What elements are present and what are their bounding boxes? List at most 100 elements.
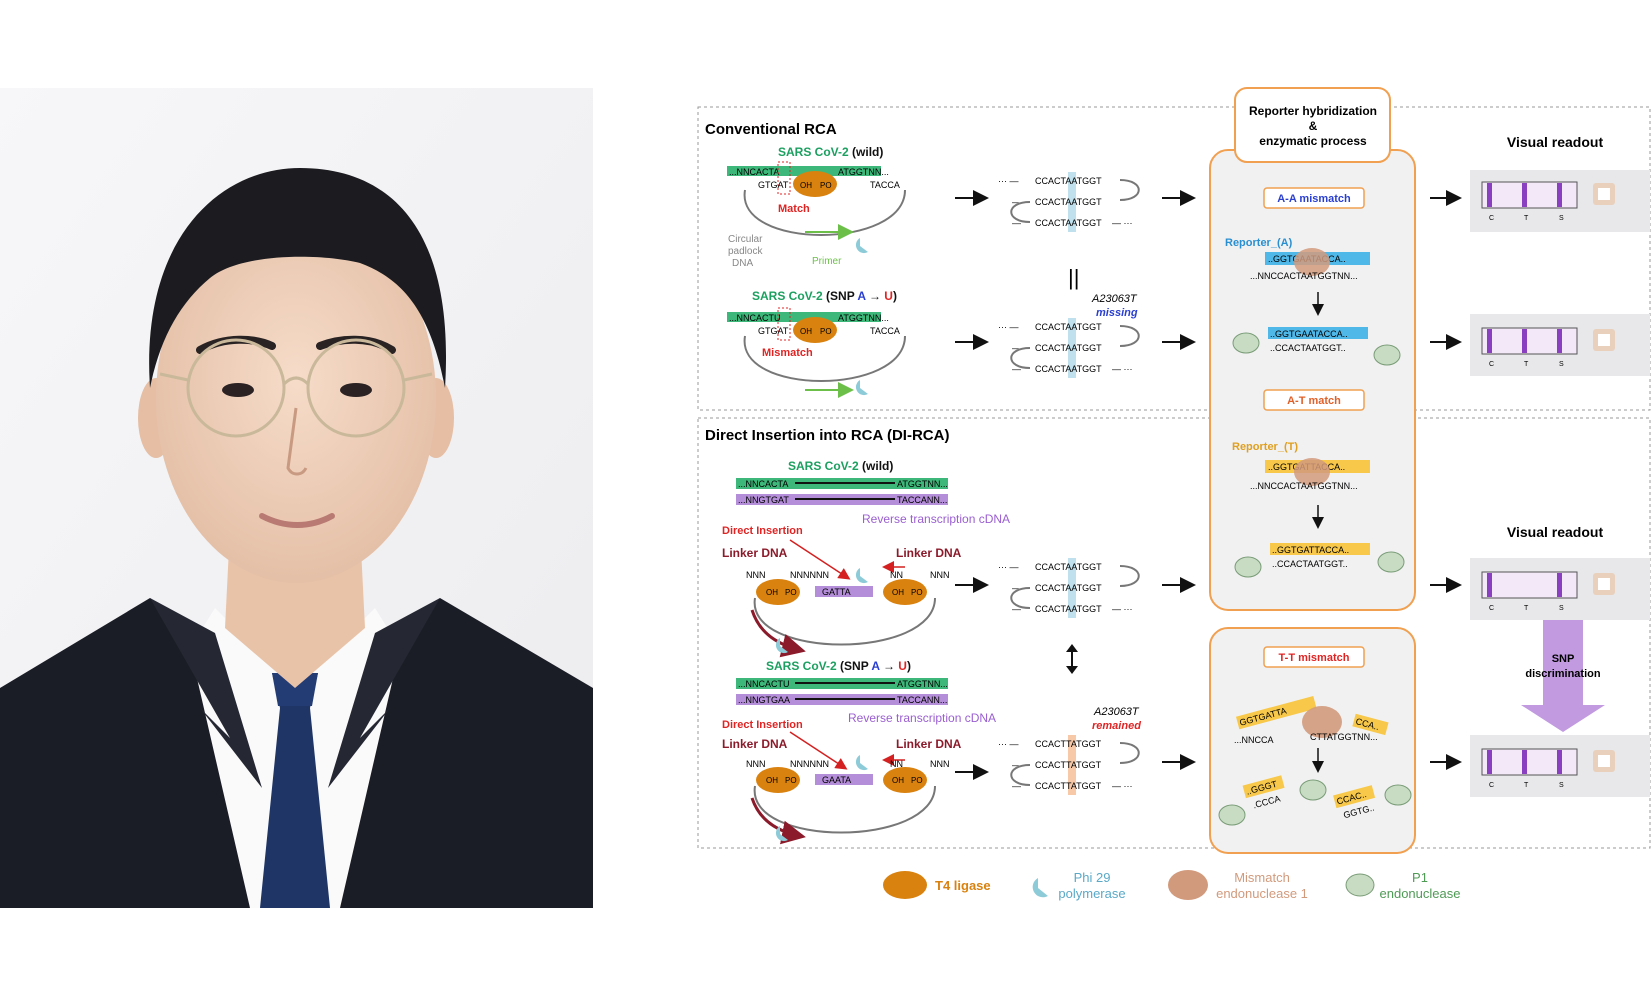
- svg-text:S: S: [1559, 361, 1564, 368]
- legend-mismatch-l2: endonuclease 1: [1216, 886, 1308, 901]
- di-mutation: A23063T: [1093, 706, 1140, 718]
- reporter-header-line3: enzymatic process: [1259, 134, 1367, 148]
- svg-text:CCACTTATGGT: CCACTTATGGT: [1035, 781, 1102, 791]
- phi29-icon-3: [775, 638, 788, 654]
- p1-enzyme-4: [1377, 551, 1405, 573]
- conv-snp-rna-strand: [727, 312, 881, 322]
- svg-text:CCACTAATGGT: CCACTAATGGT: [1035, 604, 1102, 614]
- svg-text:NN: NN: [890, 570, 903, 580]
- tt-cca: CCA..: [1352, 713, 1389, 736]
- di-wild-label: SARS CoV-2 (wild): [788, 459, 893, 473]
- svg-text:— ···: — ···: [1112, 218, 1133, 228]
- gatta-strand: [815, 586, 873, 597]
- legend-phi29-icon: [1032, 878, 1048, 898]
- svg-text:PO: PO: [911, 776, 923, 785]
- svg-text:T: T: [1524, 215, 1529, 222]
- di-rca-title: Direct Insertion into RCA (DI-RCA): [705, 427, 949, 444]
- di-circle-1: [753, 597, 936, 646]
- lateral-flow-strip-3: C T S: [1470, 558, 1650, 620]
- svg-text:CCACTAATGGT: CCACTAATGGT: [1035, 364, 1102, 374]
- svg-text:— ···: — ···: [1112, 364, 1133, 374]
- svg-text:— ···: — ···: [1112, 604, 1133, 614]
- legend: T4 ligase Phi 29 polymerase Mismatch end…: [883, 870, 1460, 901]
- p1-enzyme-2: [1373, 344, 1401, 366]
- svg-text:··· —: ··· —: [998, 176, 1019, 186]
- legend-mismatch-icon: [1168, 870, 1208, 900]
- at-match-box: [1263, 389, 1365, 411]
- circular-label: Circular: [728, 234, 763, 245]
- match-label: Match: [778, 203, 810, 215]
- svg-text:NNN: NNN: [930, 759, 950, 769]
- rt-cdna-label-1: Reverse transcription cDNA: [862, 512, 1010, 526]
- tt-mismatch-label: T-T mismatch: [1279, 652, 1350, 664]
- di-snp-label: SARS CoV-2 (SNP A → U): [766, 659, 911, 673]
- svg-text:CCACTAATGGT: CCACTAATGGT: [1035, 197, 1102, 207]
- di-snp-cdna-r: TACCANN...: [897, 695, 947, 705]
- di-rca-section-box: [697, 417, 1651, 849]
- svg-text:NNN: NNN: [746, 759, 766, 769]
- ligase-di-1b: [883, 579, 927, 605]
- di-circle-2: [753, 785, 936, 834]
- p1-enzyme-3: [1234, 556, 1262, 578]
- lateral-flow-strip-2: C T S: [1470, 314, 1650, 376]
- svg-text:··· —: ··· —: [998, 739, 1019, 749]
- di-snp-products: ··· — CCACTTATGGT — CCACTTATGGT — CCACTT…: [998, 735, 1140, 795]
- reporter-header-box: [1234, 87, 1391, 163]
- svg-text:NNNNNN: NNNNNN: [790, 570, 829, 580]
- conv-bot-right: TACCA: [870, 180, 900, 190]
- di-snp-cdna-l: ...NNGTGAA: [738, 695, 790, 705]
- padlock-label: padlock: [728, 246, 763, 257]
- svg-text:C: C: [1489, 605, 1494, 612]
- svg-text:—: —: [1012, 583, 1021, 593]
- phi29-icon-5: [775, 826, 788, 842]
- tt-target-left: ...NNCCA: [1234, 735, 1274, 745]
- svg-text:CCACTAATGGT: CCACTAATGGT: [1035, 583, 1102, 593]
- ligase-di-2a: [756, 767, 800, 793]
- p1-enzyme-7: [1384, 784, 1412, 806]
- oh-label: OH: [800, 181, 812, 190]
- svg-text:CCACTAATGGT: CCACTAATGGT: [1035, 176, 1102, 186]
- mismatch-enzyme-t: [1294, 458, 1330, 486]
- di-linker-arrow-1: [750, 609, 806, 658]
- di-wild-cdna-r: TACCANN...: [897, 495, 947, 505]
- svg-text:PO: PO: [785, 588, 797, 597]
- svg-text:CCACTAATGGT: CCACTAATGGT: [1035, 322, 1102, 332]
- visual-readout-label-2: Visual readout: [1507, 524, 1604, 540]
- linker-dna-right-2: Linker DNA: [896, 737, 962, 751]
- svg-text:C: C: [1489, 782, 1494, 789]
- portrait-photo: [0, 88, 593, 908]
- equal-sign: ||: [1068, 265, 1079, 290]
- conv-snp-label: SARS CoV-2 (SNP A → U): [752, 289, 897, 303]
- svg-text:—: —: [1012, 760, 1021, 770]
- snp-label-1: SNP: [1552, 653, 1575, 665]
- svg-text:OH: OH: [766, 776, 778, 785]
- conv-snp-bot-left: GTGAT: [758, 326, 789, 336]
- snp-label-2: discrimination: [1525, 668, 1600, 680]
- svg-text:—: —: [1012, 197, 1021, 207]
- reporter-header-line1: Reporter hybridization: [1249, 104, 1377, 118]
- svg-text:CCACTAATGGT: CCACTAATGGT: [1035, 562, 1102, 572]
- di-snp-rna-r: ATGGTNN...: [897, 679, 948, 689]
- aa-mismatch-label: A-A mismatch: [1277, 193, 1351, 205]
- phi29-icon-4: [855, 568, 868, 584]
- di-wild-products: ··· — CCACTAATGGT — CCACTAATGGT — CCACTA…: [998, 558, 1140, 618]
- svg-text:C: C: [1489, 361, 1494, 368]
- linker-dna-left-1: Linker DNA: [722, 546, 788, 560]
- conv-snp-seq-right: ATGGTNN...: [838, 313, 889, 323]
- legend-mismatch-l1: Mismatch: [1234, 870, 1290, 885]
- svg-text:T: T: [1524, 605, 1529, 612]
- reporter-a-cut-strand: [1268, 327, 1368, 339]
- aa-mismatch-box: [1263, 187, 1365, 209]
- svg-text:—: —: [1012, 364, 1021, 374]
- target-seq-a: ...NNCCACTAATGGTNN...: [1250, 271, 1358, 281]
- svg-text:T: T: [1524, 361, 1529, 368]
- phi29-icon-6: [855, 755, 868, 771]
- di-wild-rna-l: ...NNCACTA: [738, 479, 788, 489]
- target-seq-t: ...NNCCACTAATGGTNN...: [1250, 481, 1358, 491]
- svg-text:—: —: [1012, 218, 1021, 228]
- padlock-circle-2: [743, 335, 906, 382]
- legend-t4-label: T4 ligase: [935, 878, 991, 893]
- phi29-icon-1: [855, 238, 868, 254]
- reporter-t-cut-bottom: ..CCACTAATGGT..: [1272, 559, 1348, 569]
- linker-dna-left-2: Linker DNA: [722, 737, 788, 751]
